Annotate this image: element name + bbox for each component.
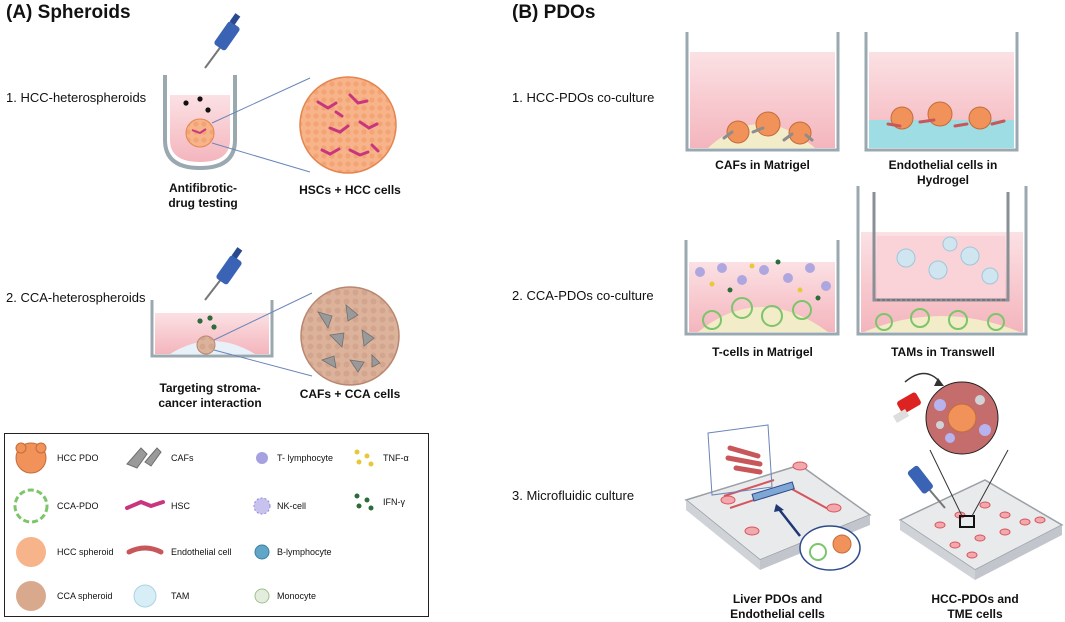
t-lymphocyte-symbol [256,452,268,464]
b-lymphocyte-symbol [254,544,270,560]
microfluidic-chip-right [892,372,1064,580]
tam-symbol [133,584,157,608]
panel-a-row2-left-caption: Targeting stroma- cancer interaction [158,381,262,410]
legend-label-monocyte: Monocyte [277,591,317,601]
legend-label-hsc: HSC [171,501,191,511]
legend-symbols [13,442,374,611]
legend-label-hcc-spheroid: HCC spheroid [57,547,114,557]
legend-label-t-lymphocyte: T- lymphocyte [277,453,334,463]
legend-label-cca-pdo: CCA-PDO [57,501,99,511]
legend-label-tnf: TNF-α [383,453,409,463]
cca-pdo-tcell-well [684,240,840,336]
legend-label-cca-spheroid: CCA spheroid [57,591,113,601]
magnet-icon [892,392,921,423]
monocyte-symbol [254,588,270,604]
panel-a-row1-label: 1. HCC-heterospheroids [6,90,147,105]
hcc-heterospheroid-tube [163,13,397,174]
cca-pdo-transwell [856,186,1028,336]
hcc-pdo-symbol [15,442,47,474]
legend-label-ifn: IFN-γ [383,497,405,507]
panel-b-row2-left-caption: T-cells in Matrigel [712,345,813,359]
legend-label-cafs: CAFs [171,453,194,463]
hcc-spheroid-symbol [16,537,46,567]
cca-pdo-symbol [13,488,49,524]
nk-cell-symbol [253,497,271,515]
panel-b-title: (B) PDOs [512,2,596,23]
legend-label-tam: TAM [171,591,190,601]
endothelial-symbol [126,545,164,555]
panel-b-row3-right-caption: HCC-PDOs and TME cells [931,592,1019,621]
pipette-icon [907,465,946,509]
panel-b-row3-left-caption: Liver PDOs and Endothelial cells [730,592,825,621]
panel-a-row1-left-caption: Antifibrotic- drug testing [168,181,238,210]
tnf-symbol [354,449,374,467]
panel-a-row1-right-caption: HSCs + HCC cells [299,183,401,197]
caf-symbol [126,447,162,469]
ifn-symbol [354,493,374,511]
panel-b-row2-right-caption: TAMs in Transwell [891,345,995,359]
pipette-icon [204,247,243,301]
legend-label-endothelial: Endothelial cell [171,547,232,557]
hsc-symbol [125,499,165,510]
panel-a-row2-label: 2. CCA-heterospheroids [6,290,146,305]
panel-b-row1-left-caption: CAFs in Matrigel [715,158,810,172]
panel-b-row2-label: 2. CCA-PDOs co-culture [512,288,654,303]
panel-a-row2-right-caption: CAFs + CCA cells [299,387,401,401]
legend-label-b-lymphocyte: B-lymphocyte [277,547,332,557]
hcc-pdo-hydrogel-well [864,32,1019,152]
panel-a-title: (A) Spheroids [6,2,131,23]
cca-heterospheroid-dish [150,247,400,386]
panel-b-row1-right-caption: Endothelial cells in Hydrogel [888,158,998,187]
microfluidic-chip-left [684,424,872,571]
panel-b-row1-label: 1. HCC-PDOs co-culture [512,90,655,105]
hcc-pdo-matrigel-well [685,32,840,152]
legend-label-hcc-pdo: HCC PDO [57,453,99,463]
pipette-icon [204,13,241,69]
legend-box: HCC PDO CCA-PDO HCC spheroid CCA spheroi… [4,433,429,617]
cca-spheroid-symbol [16,581,46,611]
panel-b-row3-label: 3. Microfluidic culture [512,488,635,503]
legend-label-nk-cell: NK-cell [277,501,307,511]
